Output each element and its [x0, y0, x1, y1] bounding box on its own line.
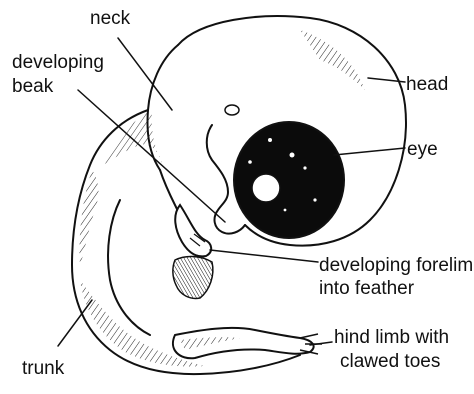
label-eye: eye — [407, 139, 438, 160]
leader-lines — [58, 38, 405, 346]
midsection-dark — [173, 256, 213, 298]
ear-spot — [225, 105, 239, 115]
label-beak-line2: beak — [12, 76, 54, 97]
leader-neck — [118, 38, 172, 110]
head-shading — [300, 30, 365, 90]
belly-outline — [108, 200, 150, 335]
label-neck: neck — [90, 8, 131, 29]
label-beak-line1: developing — [12, 52, 104, 73]
label-trunk: trunk — [22, 358, 65, 379]
leader-beak — [78, 90, 225, 222]
neck-outline — [148, 45, 179, 170]
label-head: head — [406, 74, 448, 95]
label-forelimb-line2: into feather — [319, 278, 415, 299]
label-hindlimb-line1: hind limb with — [334, 327, 449, 348]
leader-forelimb — [210, 250, 318, 262]
eye-icon — [234, 122, 344, 238]
leader-eye — [334, 148, 405, 155]
forelimb — [175, 205, 211, 256]
label-forelimb-line1: developing forelimb — [319, 255, 474, 276]
label-hindlimb-line2: clawed toes — [340, 351, 440, 372]
